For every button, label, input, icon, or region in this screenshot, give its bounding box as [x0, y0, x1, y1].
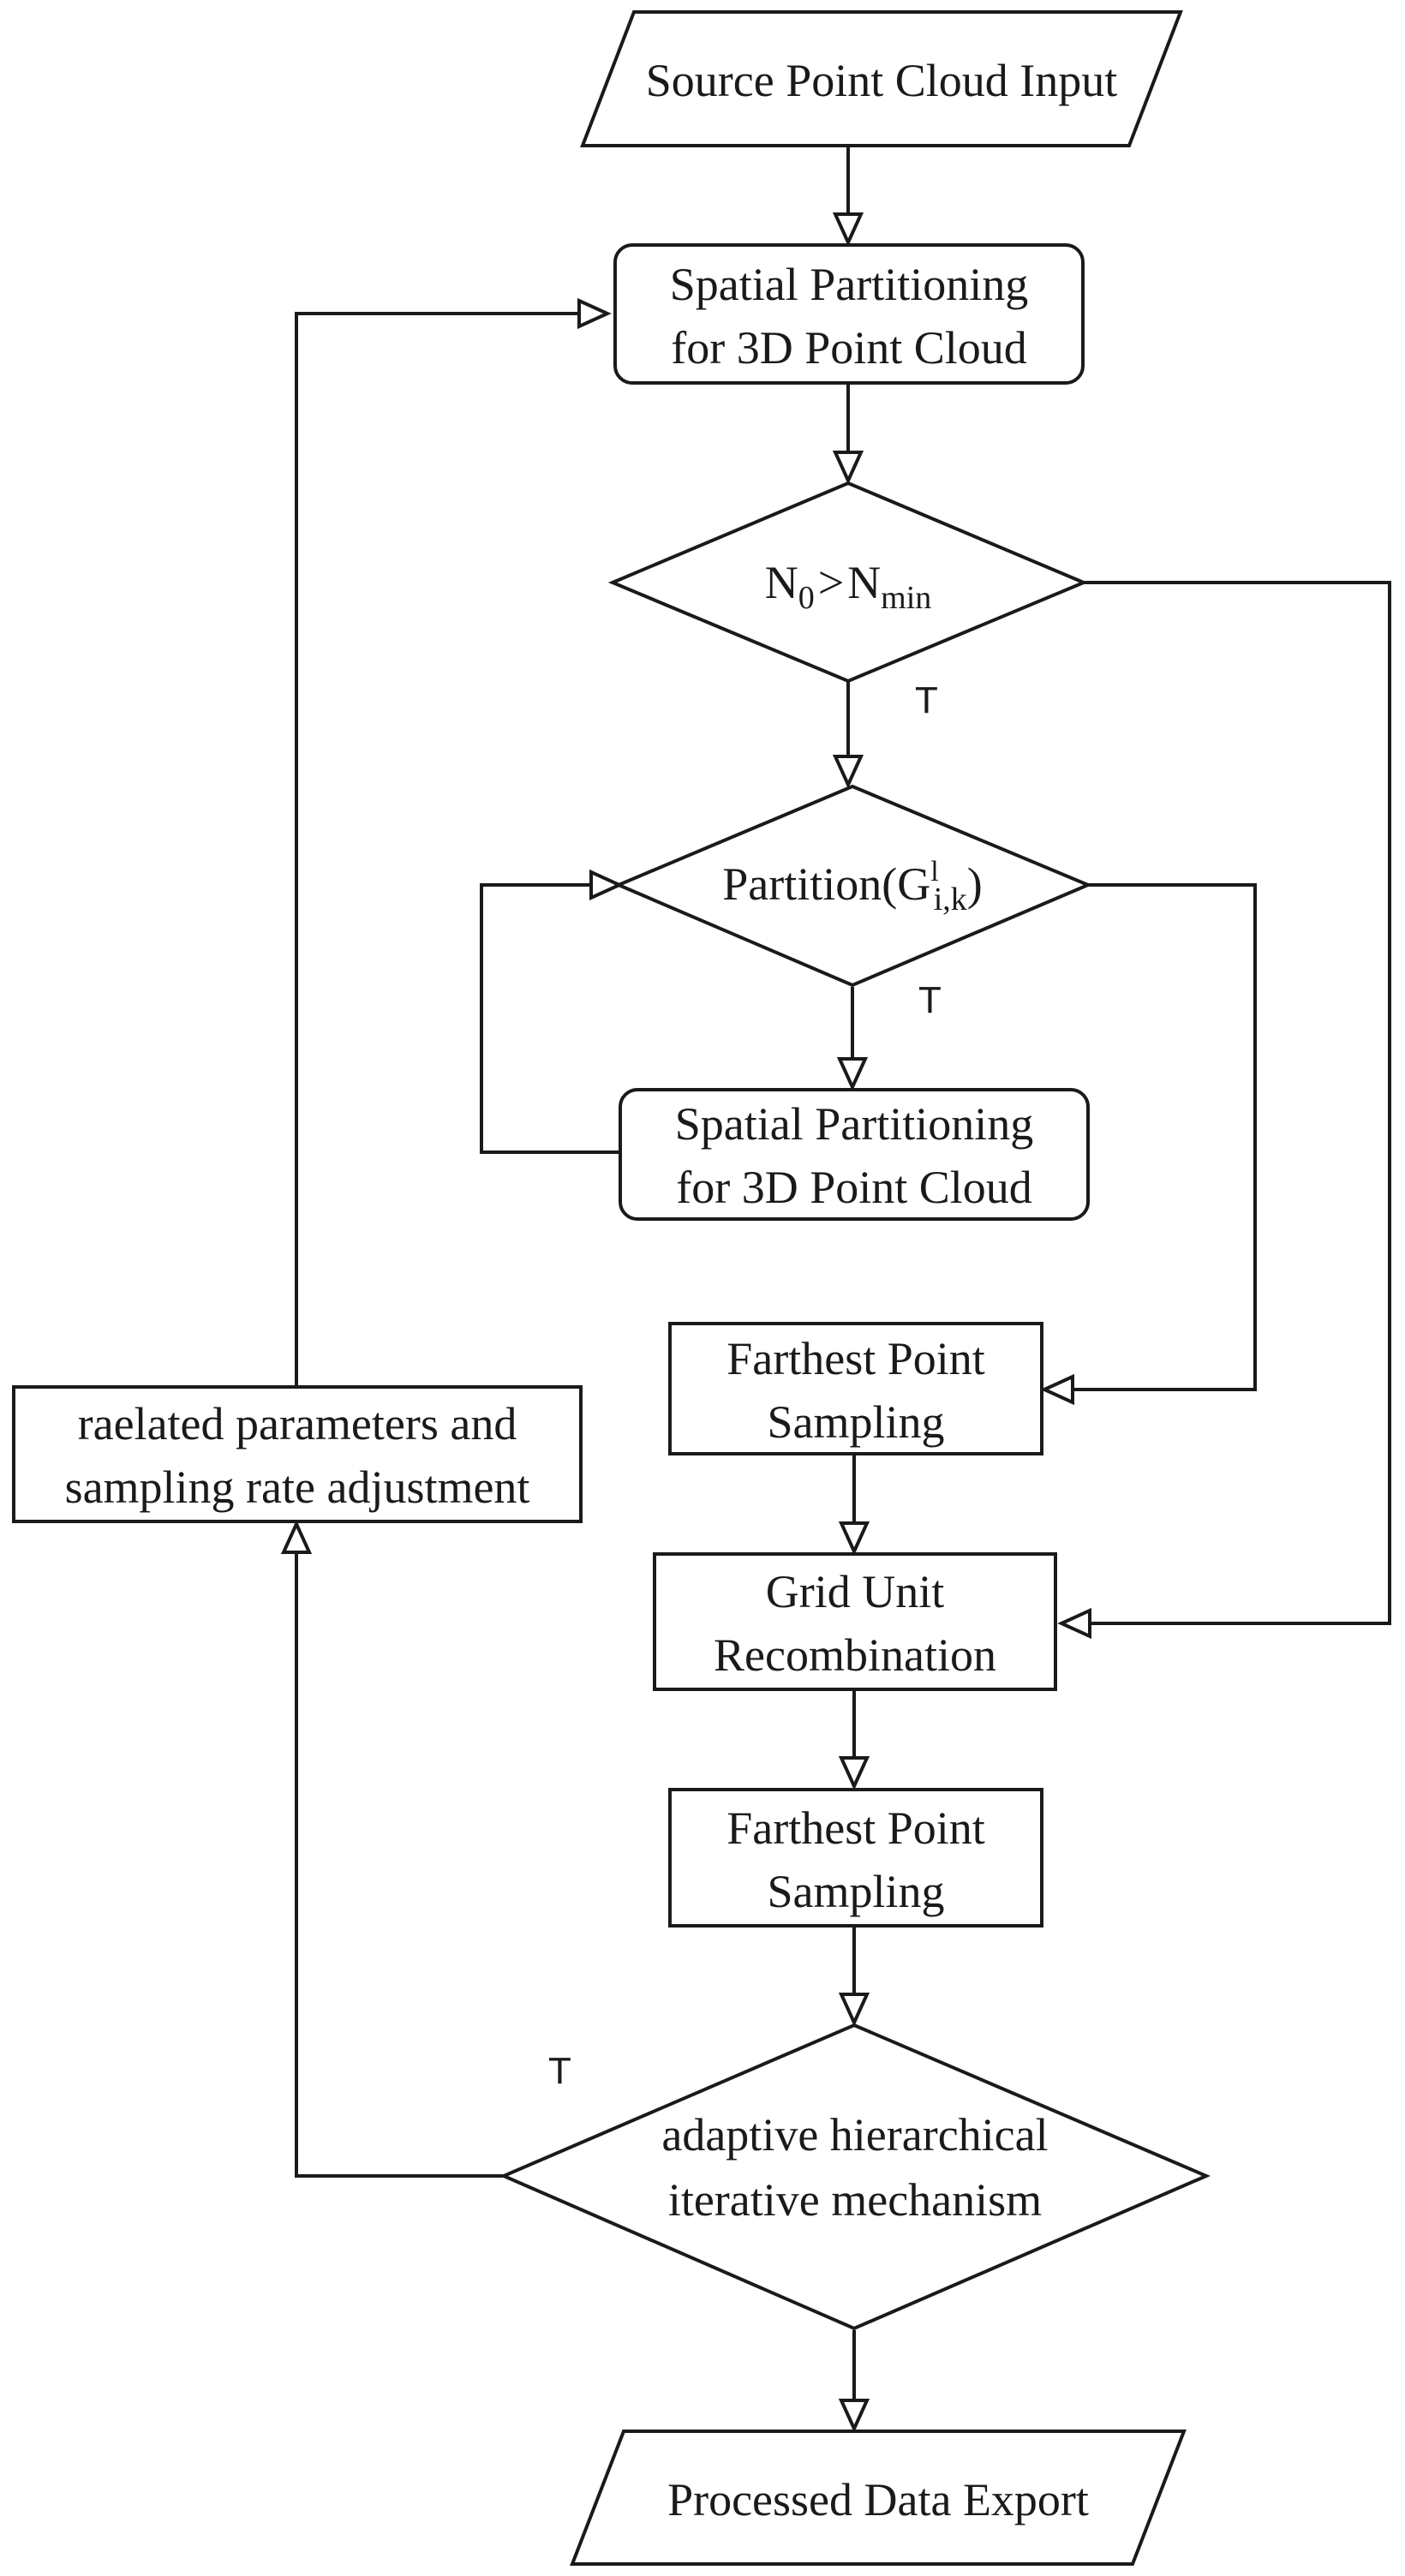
node-processed-output: Processed Data Export — [570, 2430, 1187, 2566]
adjust-line2: sampling rate adjustment — [65, 1461, 530, 1513]
partition-subscript: i,k — [934, 882, 967, 917]
parallelogram-shape — [570, 2430, 1187, 2566]
partition-loop-line1: Spatial Partitioning — [675, 1098, 1033, 1150]
box-shape — [668, 1322, 1043, 1455]
nmin-subscript: min — [881, 580, 931, 616]
fps-second-line2: Sampling — [767, 1866, 944, 1917]
edge-threshold-false-to-grid — [1084, 581, 1391, 1625]
edge-partition-false-to-fps — [1073, 883, 1257, 1391]
adaptive-line1: adaptive hierarchical — [661, 2109, 1048, 2161]
arrowhead-down — [832, 212, 864, 247]
adaptive-true-flag: T — [548, 2050, 571, 2092]
rounded-box-shape — [619, 1088, 1090, 1221]
arrowhead-right — [589, 869, 624, 901]
arrowhead-down — [838, 1521, 870, 1556]
partition-prefix: Partition(G — [722, 858, 930, 910]
fps-first-line1: Farthest Point — [726, 1333, 985, 1384]
box-shape — [12, 1385, 583, 1523]
parallelogram-shape — [580, 10, 1183, 147]
arrowhead-down — [838, 1756, 870, 1790]
adjust-line1: raelated parameters and — [78, 1398, 517, 1449]
fps-first-line2: Sampling — [767, 1396, 944, 1448]
arrowhead-left — [1040, 1373, 1074, 1406]
node-parameter-adjustment: raelated parameters and sampling rate ad… — [12, 1385, 583, 1523]
node-adaptive-decision: adaptive hierarchical iterative mechanis… — [499, 2023, 1211, 2331]
node-threshold-decision: N0>Nmin — [607, 481, 1089, 684]
arrowhead-down — [832, 451, 864, 485]
diamond-shape — [613, 784, 1093, 988]
edge-loop-back — [480, 883, 620, 1154]
node-spatial-partitioning-loop: Spatial Partitioning for 3D Point Cloud — [619, 1088, 1090, 1221]
arrowhead-up — [280, 1520, 313, 1554]
source-input-label: Source Point Cloud Input — [646, 55, 1118, 106]
arrowheads — [280, 212, 1091, 2433]
rounded-box-shape — [613, 243, 1085, 385]
edge-adjust-to-partition — [295, 312, 579, 1387]
diamond-shape — [607, 481, 1089, 684]
box-shape — [653, 1552, 1057, 1691]
fps-second-line1: Farthest Point — [726, 1802, 985, 1854]
arrowhead-right — [577, 297, 612, 330]
edge-adaptive-to-adjust — [295, 1552, 504, 2178]
grid-line1: Grid Unit — [766, 1566, 945, 1617]
threshold-true-flag: T — [915, 679, 938, 721]
node-fps-second: Farthest Point Sampling — [668, 1788, 1043, 1928]
node-fps-first: Farthest Point Sampling — [668, 1322, 1043, 1455]
partition-loop-line2: for 3D Point Cloud — [676, 1162, 1032, 1213]
partition-top-line2: for 3D Point Cloud — [671, 322, 1027, 374]
node-grid-recombination: Grid Unit Recombination — [653, 1552, 1057, 1691]
grid-line2: Recombination — [714, 1629, 996, 1681]
box-shape — [668, 1788, 1043, 1928]
diamond-shape — [499, 2023, 1211, 2331]
partition-superscript: l — [930, 856, 938, 888]
arrowhead-down — [836, 1057, 869, 1091]
arrowhead-down — [832, 755, 864, 789]
edges — [295, 146, 1391, 2400]
greater-than-symbol: > — [818, 557, 844, 608]
arrowhead-left — [1057, 1607, 1091, 1640]
arrowhead-down — [838, 2399, 870, 2433]
n0-subscript: 0 — [798, 580, 815, 616]
partition-true-flag: T — [918, 979, 942, 1021]
node-spatial-partitioning-top: Spatial Partitioning for 3D Point Cloud — [613, 243, 1085, 385]
partition-suffix: ) — [967, 858, 983, 910]
adaptive-line2: iterative mechanism — [668, 2174, 1042, 2226]
n0-symbol: N — [765, 557, 798, 608]
arrowhead-down — [838, 1993, 870, 2027]
threshold-condition: N0>Nmin — [765, 557, 932, 616]
nmin-symbol: N — [847, 557, 881, 608]
node-source-input: Source Point Cloud Input — [580, 10, 1183, 147]
output-label: Processed Data Export — [667, 2474, 1089, 2525]
partition-top-line1: Spatial Partitioning — [670, 259, 1028, 310]
